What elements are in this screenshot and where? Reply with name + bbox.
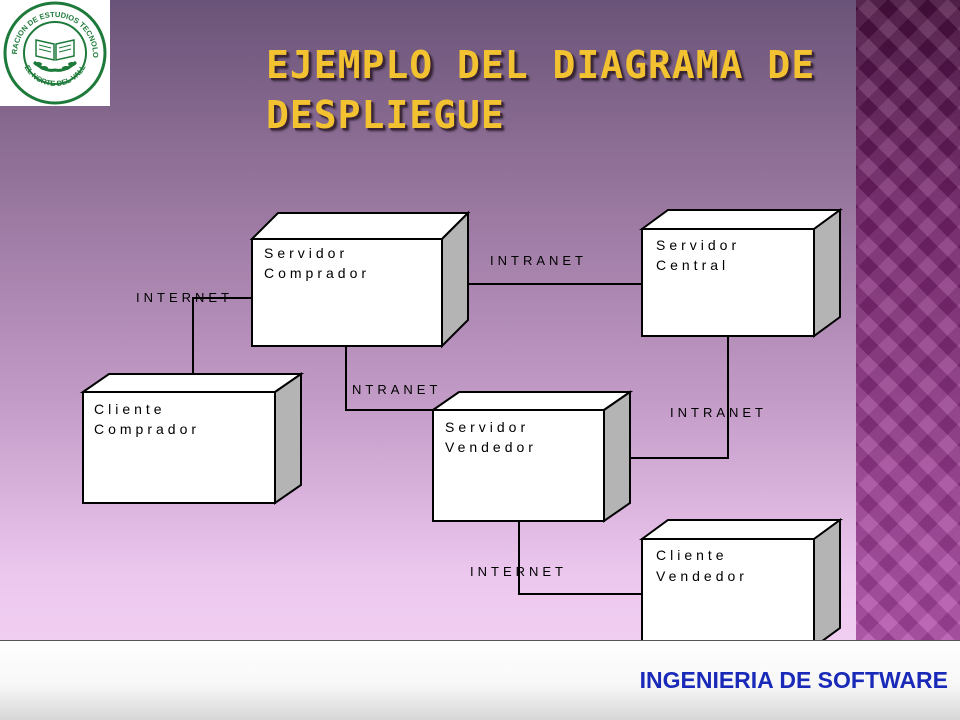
node-label-servidor-central-line-1: Servidor — [656, 237, 740, 253]
node-label-cliente-vendedor-line-2: Vendedor — [656, 568, 748, 584]
slide-title-line-1: EJEMPLO DEL DIAGRAMA DE — [266, 43, 816, 87]
node-label-servidor-central-line-2: Central — [656, 257, 729, 273]
node-servidor-central: Servidor Central — [638, 208, 844, 338]
open-book-laurel-icon — [32, 39, 78, 72]
slide-title-line-2: DESPLIEGUE — [266, 93, 505, 137]
link-label-intranet-right: INTRANET — [670, 405, 767, 420]
decorative-pattern-panel — [856, 0, 960, 640]
node-label-servidor-comprador-line-1: Servidor — [264, 245, 348, 261]
link-label-internet-bottom: INTERNET — [470, 564, 567, 579]
node-label-cliente-vendedor-line-1: Cliente — [656, 547, 728, 563]
link-label-internet-left: INTERNET — [136, 290, 233, 305]
footer-title: INGENIERIA DE SOFTWARE — [639, 667, 948, 693]
node-label-servidor-comprador-line-2: Comprador — [264, 265, 370, 281]
logo-seal: CORPORACION DE ESTUDIOS TECNOLOGICOS DEL… — [0, 0, 107, 105]
node-cliente-vendedor: Cliente Vendedor — [638, 518, 844, 649]
node-cliente-comprador: Cliente Comprador — [79, 372, 305, 505]
node-label-servidor-vendedor-line-1: Servidor — [445, 419, 529, 435]
node-servidor-comprador: Servidor Comprador — [249, 210, 471, 349]
link-line-servidor-comprador-vendedor — [345, 346, 433, 411]
link-label-ntranet: NTRANET — [352, 382, 441, 397]
link-line-central-vendedor — [618, 336, 729, 459]
node-servidor-vendedor: Servidor Vendedor — [429, 390, 634, 523]
institution-logo: CORPORACION DE ESTUDIOS TECNOLOGICOS DEL… — [0, 0, 110, 106]
link-line-cliente-servidor-comprador — [192, 297, 252, 383]
link-line-vendedor-cliente-vendedor — [518, 521, 642, 595]
node-label-cliente-comprador-line-1: Cliente — [94, 401, 166, 417]
link-label-intranet-top: INTRANET — [490, 253, 587, 268]
footer-bar: INGENIERIA DE SOFTWARE — [0, 640, 960, 720]
node-label-servidor-vendedor-line-2: Vendedor — [445, 439, 537, 455]
node-label-cliente-comprador-line-2: Comprador — [94, 421, 200, 437]
slide-title: EJEMPLO DEL DIAGRAMA DE DESPLIEGUE — [266, 40, 866, 140]
